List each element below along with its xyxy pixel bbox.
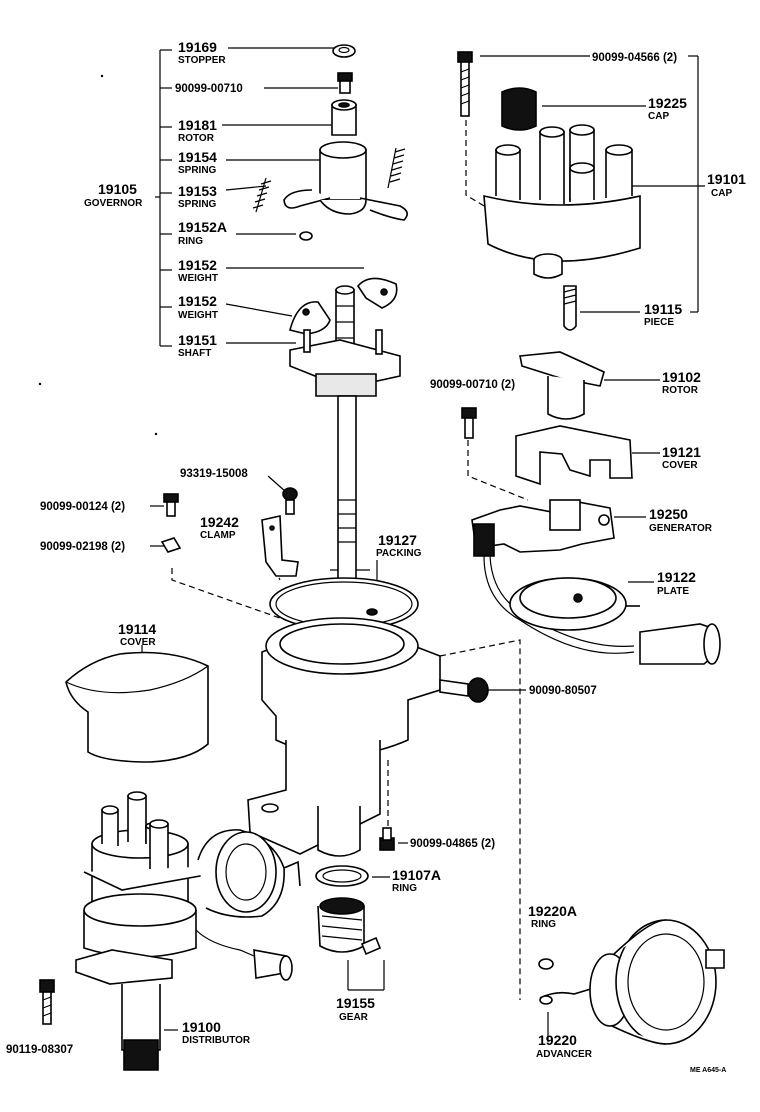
part-number-19220a: 19220A [528, 903, 577, 919]
part-number-19122: 19122 [657, 569, 696, 585]
bolt-90119-08307 [39, 979, 55, 1025]
part-number-19152: 19152 [178, 257, 217, 273]
part-number-19152a: 19152A [178, 219, 227, 235]
generator-19250 [471, 499, 635, 654]
rotor-19102 [519, 351, 605, 420]
screw-90099-00710-2 [461, 407, 477, 439]
part-name-piece: PIECE [644, 317, 674, 328]
scan-specks [38, 74, 158, 436]
part-name-advancer: ADVANCER [536, 1049, 593, 1060]
distributor-cap-19101 [483, 124, 641, 279]
piece-19115 [563, 285, 577, 331]
part-number-19250: 19250 [649, 506, 688, 522]
part-number-19169: 19169 [178, 39, 217, 55]
bolt-90090-80507 [439, 677, 489, 703]
part-number-19181: 19181 [178, 117, 217, 133]
part-name-cap: CAP [648, 111, 669, 122]
part-name-packing: PACKING [376, 548, 422, 559]
part-number-19127: 19127 [378, 532, 417, 548]
distributor-housing [247, 617, 441, 857]
part-number-19115: 19115 [644, 301, 682, 317]
gear-19155 [317, 897, 382, 956]
part-name-ring: RING [178, 236, 203, 247]
part-name-stopper: STOPPER [178, 55, 226, 66]
part-name-generator: GENERATOR [649, 523, 713, 534]
part-number-19242: 19242 [200, 514, 239, 530]
part-name-ring: RING [392, 883, 417, 894]
spring-19154 [387, 147, 406, 189]
part-number-90099-02198: 90099-02198 (2) [40, 541, 125, 553]
advancer-19220 [539, 919, 725, 1045]
cover-19121 [515, 425, 633, 486]
part-number-19121: 19121 [662, 444, 701, 460]
part-number-90099-00124: 90099-00124 (2) [40, 501, 125, 513]
part-number-90119-08307: 90119-08307 [6, 1044, 73, 1056]
part-name-ring: RING [531, 919, 556, 930]
part-number-19153: 19153 [178, 183, 217, 199]
screw-90099-04566 [457, 51, 473, 117]
callout-labels: 19169 STOPPER 90099-00710 19181 ROTOR 19… [6, 39, 746, 1074]
governor-rotor-19181 [283, 99, 408, 221]
part-number-19114: 19114 [118, 621, 156, 637]
ring-19220a [538, 958, 554, 970]
part-name-rotor: ROTOR [178, 133, 215, 144]
part-name-plate: PLATE [657, 586, 689, 597]
part-name-gear: GEAR [339, 1012, 369, 1023]
part-number-19154: 19154 [178, 149, 217, 165]
stopper-19169 [332, 44, 356, 58]
cap-19225 [501, 87, 537, 131]
part-name-cap: CAP [711, 188, 732, 199]
part-number-93319-15008: 93319-15008 [180, 468, 248, 480]
part-number-19107a: 19107A [392, 867, 441, 883]
spring-19153 [252, 177, 272, 213]
plate-19122 [509, 577, 721, 665]
leader-lines [141, 47, 705, 1042]
part-name-cover: COVER [120, 637, 156, 648]
cover-19114 [65, 651, 209, 763]
part-number-19225: 19225 [648, 95, 687, 111]
ring-19152a [299, 231, 313, 241]
part-number-19105: 19105 [98, 181, 137, 197]
part-name-cover: COVER [662, 460, 698, 471]
part-number-90090-80507: 90090-80507 [529, 685, 597, 697]
part-number-19152: 19152 [178, 293, 217, 309]
part-name-distributor: DISTRIBUTOR [182, 1035, 251, 1046]
screw-90099-00710 [337, 72, 353, 94]
part-number-19220: 19220 [538, 1032, 577, 1048]
weight-19152-right [356, 277, 398, 309]
screw-90099-00124 [163, 493, 179, 517]
distributor-assembly-19100 [75, 791, 301, 1071]
part-number-19100: 19100 [182, 1019, 221, 1035]
weight-19152-left [289, 301, 331, 335]
part-name-spring: SPRING [178, 165, 217, 176]
part-name-governor: GOVERNOR [84, 198, 143, 209]
part-number-90099-00710-2: 90099-00710 (2) [430, 379, 515, 391]
part-name-weight: WEIGHT [178, 310, 218, 321]
clamp-19242 [261, 515, 299, 577]
part-number-19101: 19101 [707, 171, 746, 187]
part-name-shaft: SHAFT [178, 348, 211, 359]
part-number-90099-04865: 90099-04865 (2) [410, 838, 495, 850]
ring-19107a [315, 865, 369, 887]
part-name-spring: SPRING [178, 199, 217, 210]
part-number-90099-04566: 90099-04566 (2) [592, 52, 677, 64]
part-number-19155: 19155 [336, 995, 375, 1011]
part-name-clamp: CLAMP [200, 530, 236, 541]
part-number-19151: 19151 [178, 332, 217, 348]
screw-90099-04865 [379, 827, 395, 851]
drawing-code: ME A645-A [690, 1067, 726, 1074]
part-name-rotor: ROTOR [662, 385, 699, 396]
part-number-90099-00710: 90099-00710 [175, 83, 243, 95]
washer-90099-02198 [160, 537, 182, 553]
part-number-19102: 19102 [662, 369, 701, 385]
part-name-weight: WEIGHT [178, 273, 218, 284]
screw-93319-15008 [282, 487, 298, 515]
